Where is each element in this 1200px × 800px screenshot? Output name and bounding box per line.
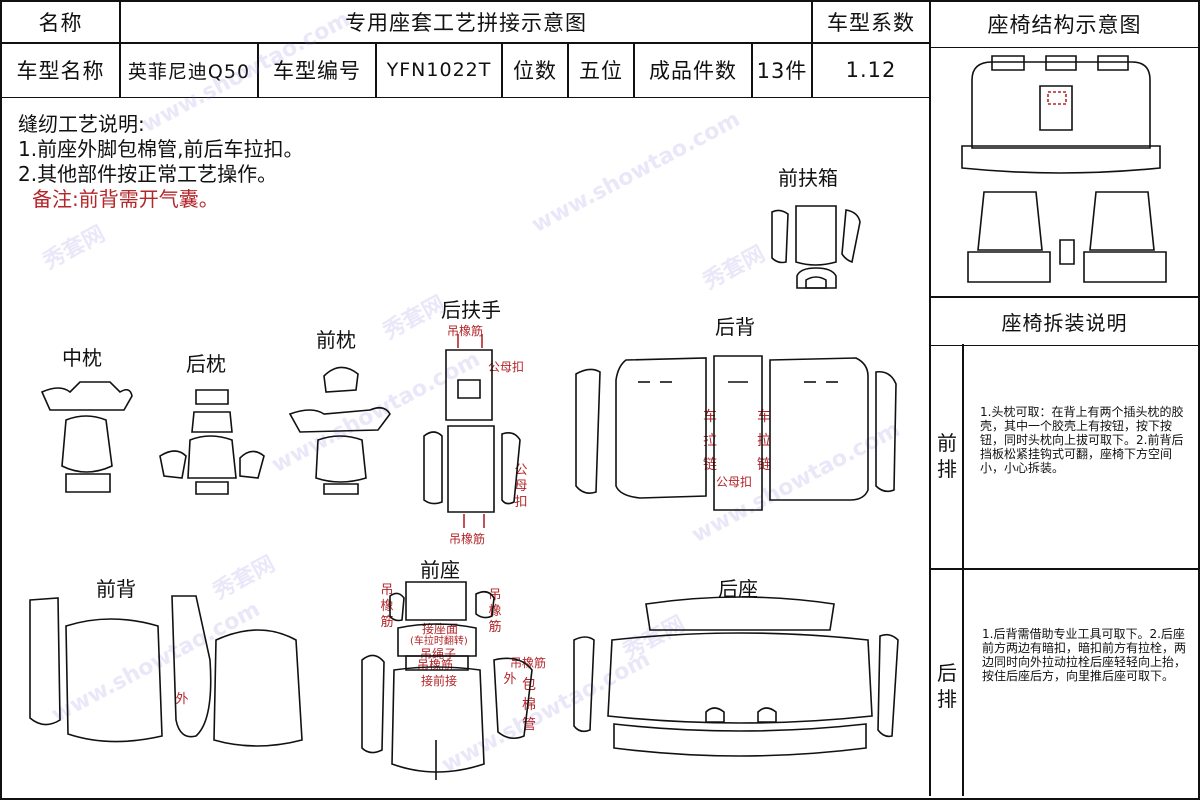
label-rear-armrest: 后扶手 [441,298,501,322]
model-name-label: 车型名称 [0,42,121,98]
anno-hang-rubber-center: 吊橡筋 [417,658,454,672]
rear-pillow-pieces [159,389,265,495]
front-rear-divider [929,568,1199,570]
rear-row-text: 1.后背需借助专业工具可取下。2.后座前方两边有暗扣，暗扣前方有拉栓，两边同时向… [982,627,1187,683]
front-back-pieces [29,595,303,747]
anno-clip-top: 公母扣 [488,360,525,374]
row-label-divider [962,344,964,796]
model-code: YFN1022T [375,42,503,98]
anno-front-rear: 接前接 [421,674,458,688]
label-front-box: 前扶箱 [778,166,838,190]
notes-remark: 备注:前背需开气囊。 [32,187,219,211]
anno-zip-right: 车拉链 [757,409,771,473]
rear-back-pieces [575,355,897,511]
anno-outer-back: 外 [175,692,189,707]
name-label: 名称 [0,0,121,44]
front-row-label: 前排 [937,431,957,481]
model-code-label: 车型编号 [257,42,377,98]
anno-seat-face: 接座面 [422,622,459,636]
anno-clip-side: 公母扣 [514,463,528,510]
seats-value: 五位 [567,42,635,98]
notes-line-1: 1.前座外脚包棉管,前后车拉扣。 [18,137,304,161]
coeff-label: 车型系数 [811,0,931,44]
anno-hang-rubber-bottom: 吊橡筋 [449,532,486,546]
notes-line-2: 2.其他部件按正常工艺操作。 [18,162,278,186]
anno-seat-face-sub: (车拉时翻转) [410,636,468,647]
rear-armrest-pieces [423,334,521,528]
anno-hang-rubber-top: 吊橡筋 [447,324,484,338]
seat-structure-illustration [961,55,1167,283]
front-box-pieces [771,205,861,289]
model-name: 英菲尼迪Q50 [119,42,259,98]
sewing-notes: 缝纫工艺说明: 1.前座外脚包棉管,前后车拉扣。 2.其他部件按正常工艺操作。 … [18,112,303,212]
page-title: 专用座套工艺拼接示意图 [119,0,813,44]
label-rear-pillow: 后枕 [186,352,226,376]
label-rear-back: 后背 [715,315,755,339]
notes-title: 缝纫工艺说明: [18,112,145,136]
front-row-text: 1.头枕可取：在背上有两个插头枕的胶壳，其中一个胶壳上有按钮，按下按钮，同时头枕… [980,405,1184,475]
label-middle-pillow: 中枕 [62,346,102,370]
front-seat-pieces [361,581,533,780]
anno-clip-rear-back: 公母扣 [716,475,753,489]
anno-hang-rope: 吊绳子 [420,647,457,661]
right-panel-divider [929,46,931,796]
middle-pillow-pieces [40,381,133,493]
structure-label: 座椅结构示意图 [929,0,1200,48]
pieces-value: 13件 [751,42,813,98]
rear-seat-pieces [573,596,899,757]
label-front-pillow: 前枕 [316,328,356,352]
anno-outer-seat: 外 [503,672,517,687]
coeff-value: 1.12 [811,42,931,98]
front-pillow-pieces [288,366,391,495]
label-front-back: 前背 [96,577,136,601]
label-front-seat: 前座 [420,558,460,582]
pieces-label: 成品件数 [633,42,753,98]
seats-label: 位数 [501,42,569,98]
structure-bottom-line [929,296,1199,298]
rear-row-label: 后排 [937,661,957,711]
